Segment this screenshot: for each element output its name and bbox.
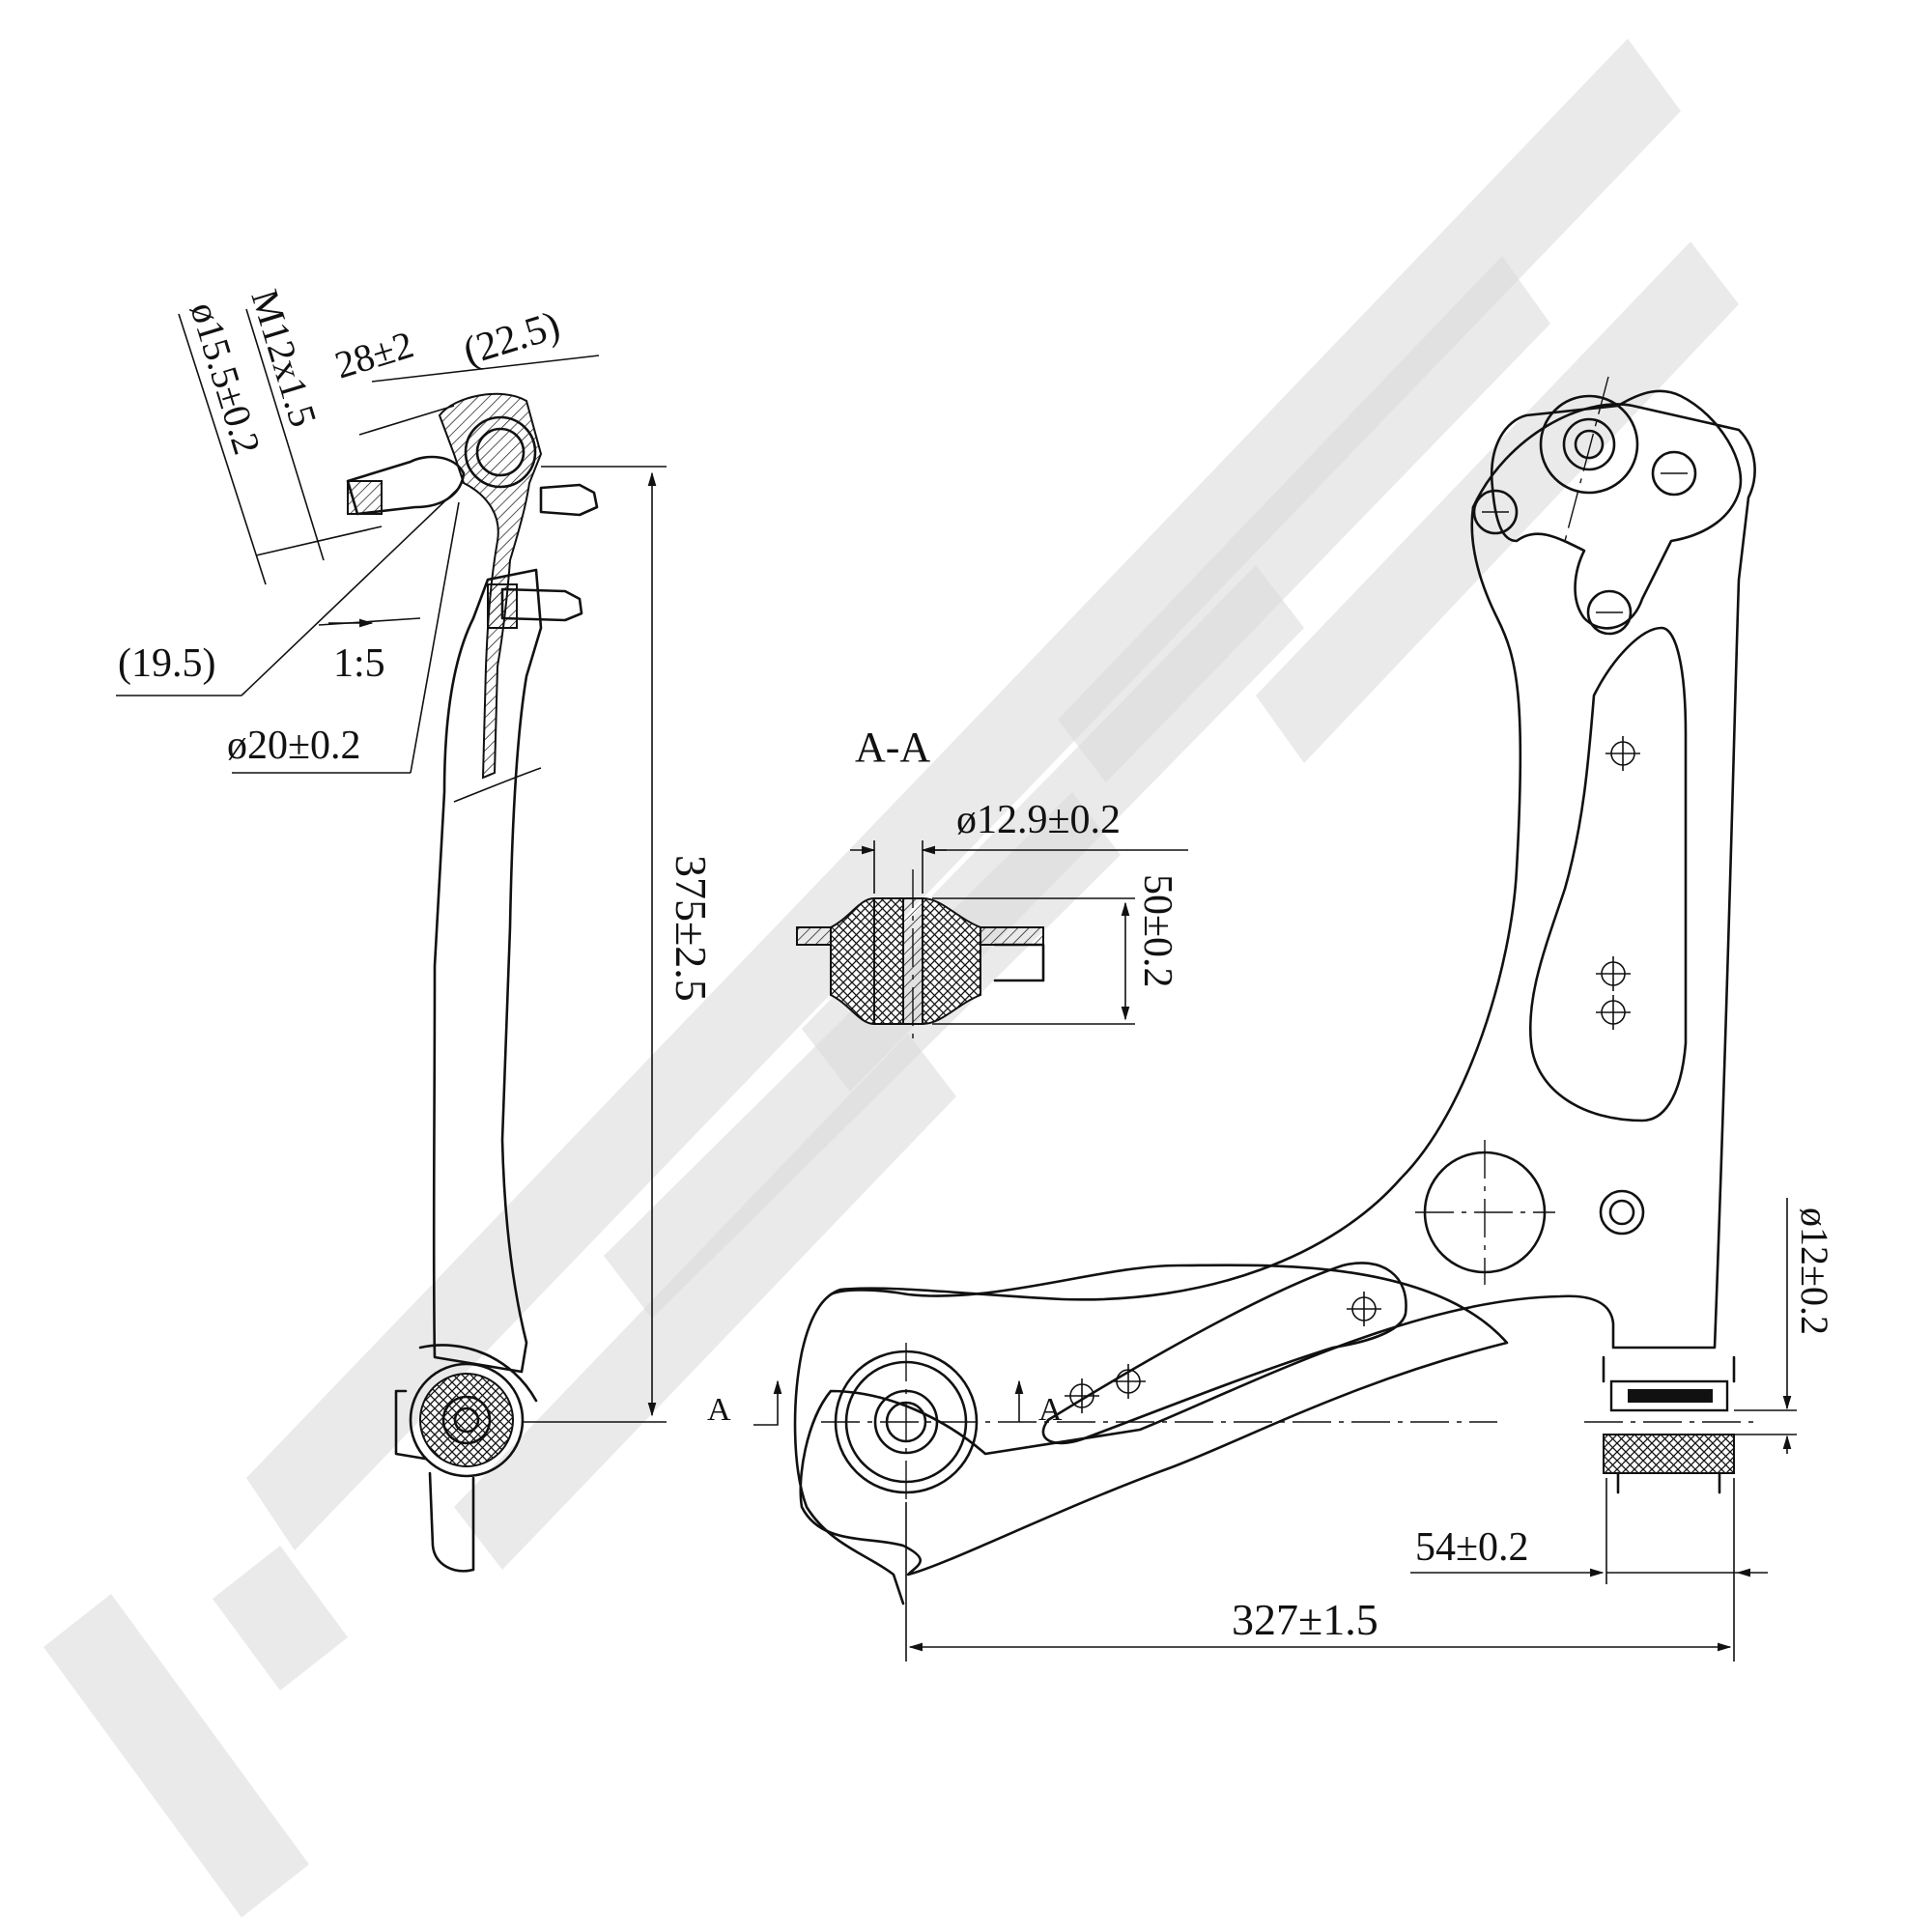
- section-title: A-A: [855, 724, 930, 771]
- rear-bushing-bore-label: ø12±0.2: [1793, 1208, 1836, 1335]
- overall-length-label: 327±1.5: [1232, 1595, 1378, 1644]
- bushing-width-label: 50±0.2: [1135, 874, 1179, 988]
- watermark-logo: [43, 39, 1739, 1918]
- top-view-dimension-lines: [905, 1198, 1797, 1662]
- section-marker-left: A: [707, 1392, 731, 1428]
- side-view-dimension-lines: [116, 308, 782, 1426]
- stud-length-label: (22.5): [458, 303, 564, 375]
- taper-ratio-label: 1:5: [333, 641, 385, 686]
- overall-height-label: 375±2.5: [667, 855, 716, 1002]
- section-view-bushing: [796, 840, 1188, 1043]
- top-view-control-arm: [793, 376, 1758, 1605]
- taper-diameter-label: ø20±0.2: [227, 724, 361, 768]
- section-marker-right: A: [1038, 1392, 1063, 1428]
- stud-offset-label: (19.5): [118, 641, 215, 686]
- side-view-arm: [346, 392, 599, 1573]
- crosshair-marks: [1065, 736, 1640, 1413]
- bushing-bore-label: ø12.9±0.2: [956, 798, 1121, 842]
- rear-bushing-offset-label: 54±0.2: [1415, 1525, 1529, 1570]
